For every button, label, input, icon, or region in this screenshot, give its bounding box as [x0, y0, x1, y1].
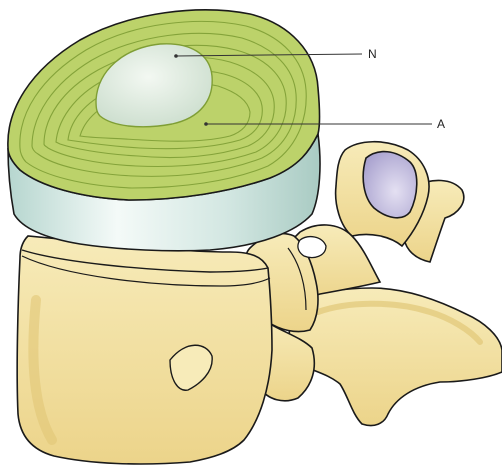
nucleus-label: N — [368, 47, 377, 61]
annulus-label: A — [437, 117, 445, 131]
vertebral-body — [17, 236, 272, 464]
intervertebral-disc — [8, 10, 320, 251]
vertebral-foramen-gap — [298, 237, 326, 258]
spinous-process — [289, 288, 502, 426]
